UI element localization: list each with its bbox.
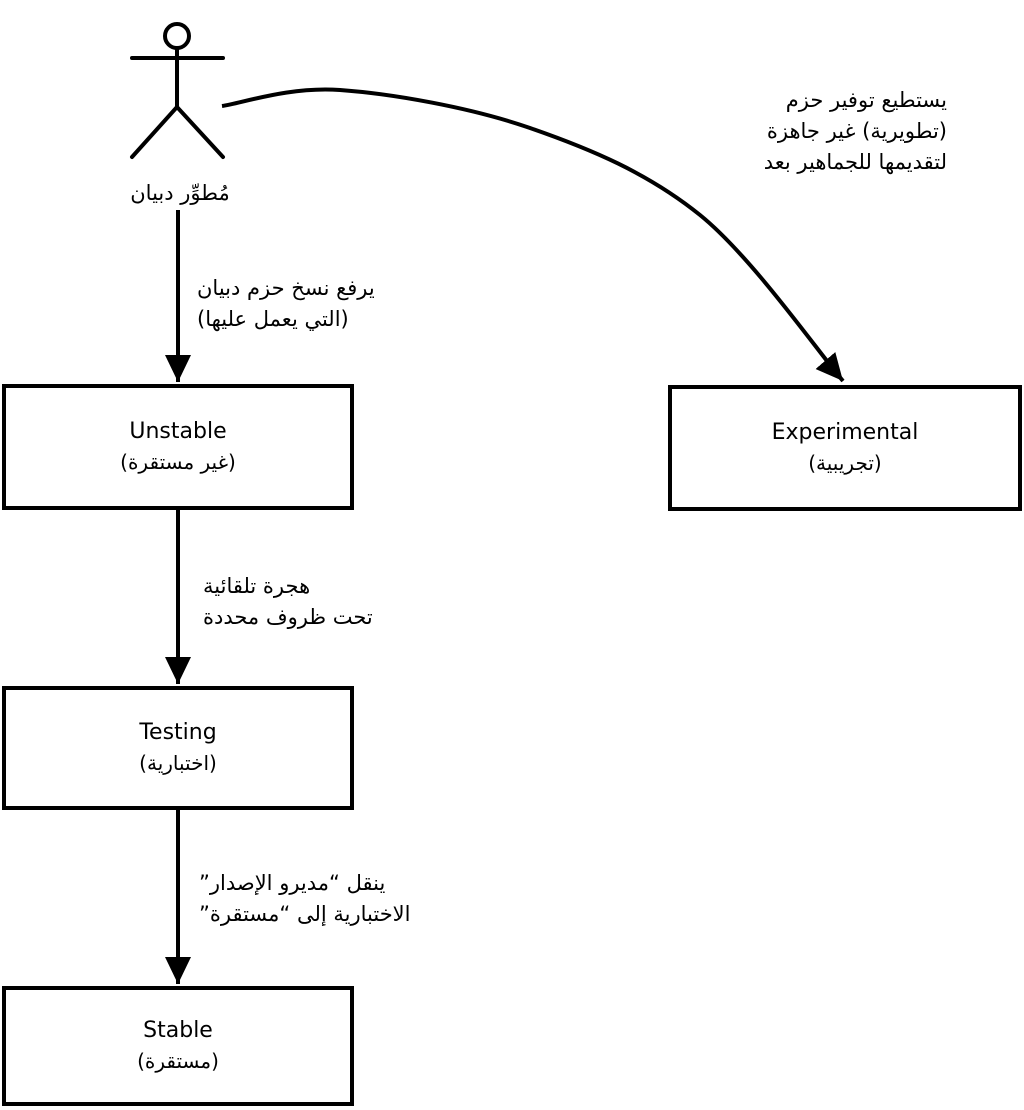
edge-label-line: الاختبارية إلى “مستقرة”	[199, 902, 411, 926]
edge-label-line: (التي يعمل عليها)	[197, 307, 349, 331]
node-stable: Stable (مستقرة)	[2, 986, 354, 1106]
actor-leg-left	[130, 105, 179, 159]
edge-label-testing-to-stable: ينقل “مديرو الإصدار” الاختبارية إلى “مست…	[199, 868, 411, 930]
edge-label-actor-to-unstable: يرفع نسخ حزم دبيان (التي يعمل عليها)	[197, 273, 375, 335]
node-testing: Testing (اختبارية)	[2, 686, 354, 810]
node-title: Unstable	[129, 419, 227, 444]
edge-label-unstable-to-testing: هجرة تلقائية تحت ظروف محددة	[203, 571, 373, 633]
node-subtitle: (اختبارية)	[139, 751, 217, 775]
node-subtitle: (غير مستقرة)	[120, 450, 236, 474]
edge-label-line: ينقل “مديرو الإصدار”	[199, 871, 386, 895]
actor-leg-right	[175, 105, 225, 159]
edge-label-line: تحت ظروف محددة	[203, 605, 373, 629]
actor-head	[163, 22, 191, 50]
node-subtitle: (مستقرة)	[137, 1049, 219, 1073]
node-title: Testing	[139, 720, 217, 745]
actor-label: مُطوِّر دبيان	[130, 181, 230, 205]
node-title: Experimental	[771, 420, 919, 445]
edge-label-line: (تطويرية) غير جاهزة	[766, 119, 947, 143]
edge-label-line: يستطيع توفير حزم	[785, 88, 947, 112]
node-title: Stable	[143, 1018, 213, 1043]
node-experimental: Experimental (تجريبية)	[668, 385, 1022, 511]
edge-label-line: هجرة تلقائية	[203, 574, 311, 598]
edge-label-actor-to-experimental: يستطيع توفير حزم (تطويرية) غير جاهزة لتق…	[764, 85, 947, 178]
node-subtitle: (تجريبية)	[808, 451, 882, 475]
edge-actor-to-experimental-arrow	[221, 87, 845, 383]
stick-figure-icon	[130, 22, 225, 159]
node-unstable: Unstable (غير مستقرة)	[2, 384, 354, 510]
edge-label-line: يرفع نسخ حزم دبيان	[197, 276, 375, 300]
edge-label-line: لتقديمها للجماهير بعد	[763, 150, 947, 174]
